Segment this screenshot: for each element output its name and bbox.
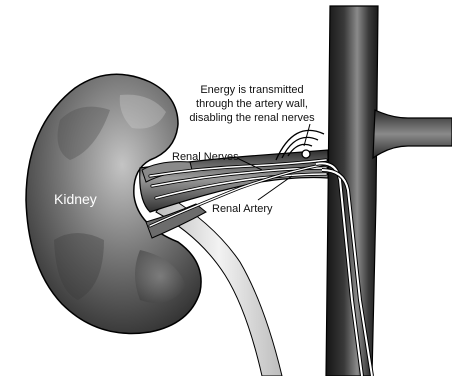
renal-artery-label: Renal Artery — [212, 203, 273, 215]
energy-caption-line-2: through the artery wall, — [196, 98, 308, 110]
energy-caption-line-3: disabling the renal nerves — [189, 112, 315, 124]
kidney-label: Kidney — [54, 191, 97, 207]
renal-nerves-label: Renal Nerves — [172, 151, 239, 163]
energy-caption-line-1: Energy is transmitted — [200, 84, 303, 96]
aorta — [326, 6, 452, 376]
